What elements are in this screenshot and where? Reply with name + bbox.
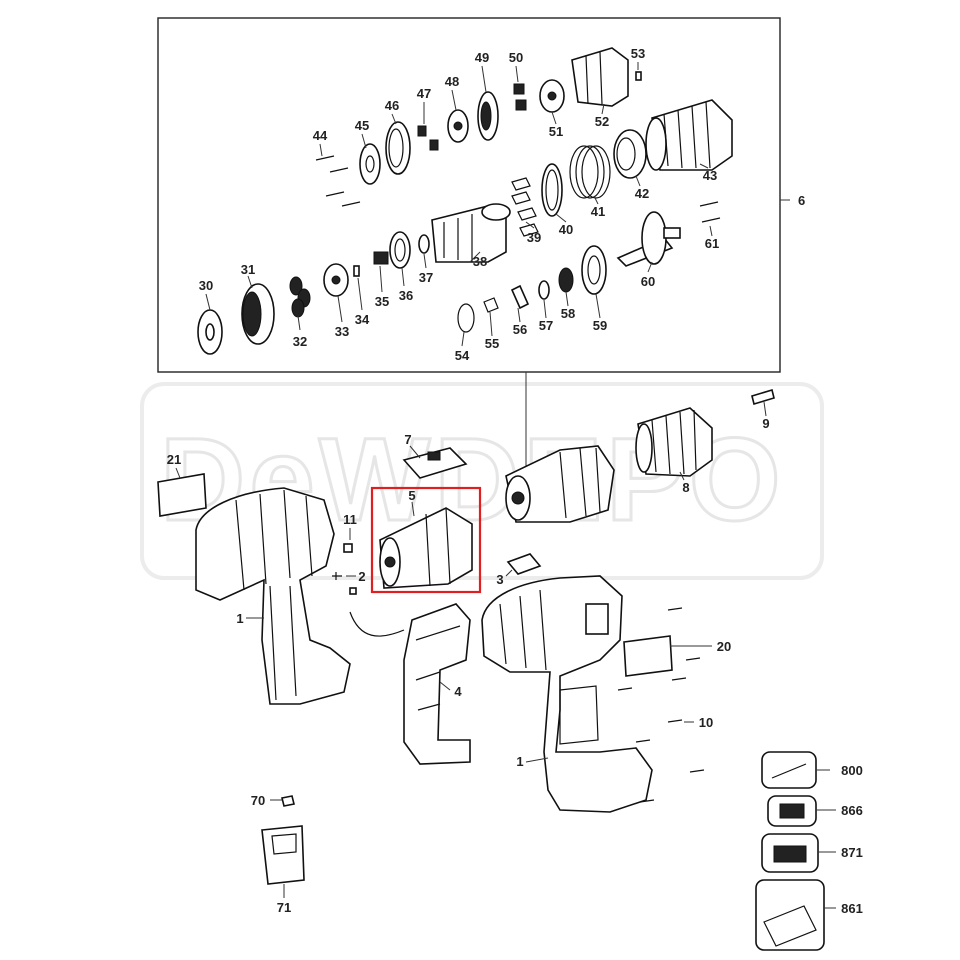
callout-51: 51 <box>549 124 563 139</box>
callout-9: 9 <box>762 416 769 431</box>
callout-871: 871 <box>841 845 863 860</box>
callout-21: 21 <box>167 452 181 467</box>
callout-35: 35 <box>375 294 389 309</box>
callout-33: 33 <box>335 324 349 339</box>
callout-36: 36 <box>399 288 413 303</box>
callout-38: 38 <box>473 254 487 269</box>
callout-861: 861 <box>841 901 863 916</box>
highlight-box <box>370 486 482 594</box>
callout-40: 40 <box>559 222 573 237</box>
motor-part-5 <box>379 501 473 589</box>
callout-34: 34 <box>355 312 370 327</box>
callout-57: 57 <box>539 318 553 333</box>
callout-42: 42 <box>635 186 649 201</box>
callout-71: 71 <box>277 900 291 915</box>
callout-20: 20 <box>717 639 731 654</box>
callout-50: 50 <box>509 50 523 65</box>
callout-52: 52 <box>595 114 609 129</box>
callout-8: 8 <box>682 480 689 495</box>
callout-30: 30 <box>199 278 213 293</box>
callout-58: 58 <box>561 306 575 321</box>
callout-54: 54 <box>455 348 470 363</box>
callout-32: 32 <box>293 334 307 349</box>
callout-31: 31 <box>241 262 255 277</box>
callout-53: 53 <box>631 46 645 61</box>
callout-6: 6 <box>798 193 805 208</box>
accessories <box>755 751 836 951</box>
callout-47: 47 <box>417 86 431 101</box>
callout-61: 61 <box>705 236 719 251</box>
callout-48: 48 <box>445 74 459 89</box>
callout-800: 800 <box>841 763 863 778</box>
callout-60: 60 <box>641 274 655 289</box>
callout-10: 10 <box>699 715 713 730</box>
callout-2: 2 <box>358 569 365 584</box>
callout-866: 866 <box>841 803 863 818</box>
callout-46: 46 <box>385 98 399 113</box>
callout-39: 39 <box>527 230 541 245</box>
callout-55: 55 <box>485 336 499 351</box>
callout-7: 7 <box>404 432 411 447</box>
callout-labels: 30 31 32 33 34 35 36 37 38 39 40 41 42 4… <box>167 46 863 916</box>
callout-43: 43 <box>703 168 717 183</box>
callout-37: 37 <box>419 270 433 285</box>
callout-41: 41 <box>591 204 605 219</box>
lower-assembly <box>157 388 775 898</box>
callout-4: 4 <box>454 684 462 699</box>
gearbox-parts <box>197 47 733 355</box>
callout-44: 44 <box>313 128 328 143</box>
callout-49: 49 <box>475 50 489 65</box>
callout-11: 11 <box>343 512 357 527</box>
gearbox-leaders <box>205 62 713 347</box>
gearbox-subassembly-frame <box>157 17 781 373</box>
callout-1-left: 1 <box>236 611 243 626</box>
callout-45: 45 <box>355 118 369 133</box>
callout-3: 3 <box>496 572 503 587</box>
callout-1-right: 1 <box>516 754 523 769</box>
callout-5: 5 <box>408 488 415 503</box>
callout-56: 56 <box>513 322 527 337</box>
callout-70: 70 <box>251 793 265 808</box>
callout-59: 59 <box>593 318 607 333</box>
